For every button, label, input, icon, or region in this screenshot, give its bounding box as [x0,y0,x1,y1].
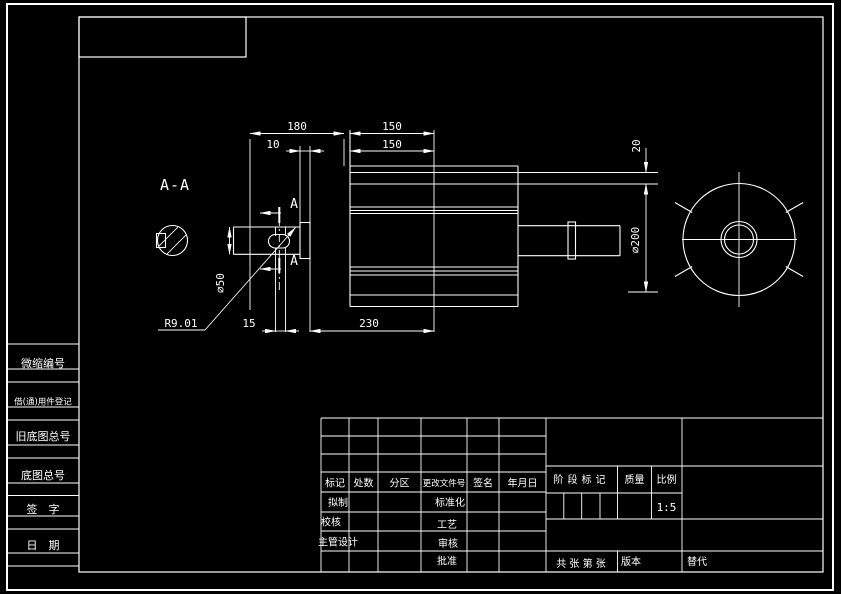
tb-sheet-info: 共 张 第 张 [556,557,606,570]
tb-version-label: 版本 [621,555,641,568]
dim-10: 10 [266,138,279,151]
top-left-box [78,16,247,58]
dim-radius: R9.01 [164,317,197,330]
side-record-strip: 微缩编号 借(通)用件登记 旧底图总号 底图总号 签 字 日 期 [7,343,79,567]
dimensions: 180 10 150 150 15 230 ∅50 R9.01 20 ∅200 [158,120,649,334]
keyway-notch [155,232,167,249]
dim-20: 20 [630,139,643,152]
tb-replace-label: 替代 [687,555,707,568]
strip-label-borrowed: 借(通)用件登记 [14,397,72,408]
tb-sign-standard: 标准化 [435,496,465,509]
dim-dia50: ∅50 [214,273,227,293]
end-view [674,172,804,307]
tb-stage-header: 阶段标记 [554,473,610,486]
dim-180: 180 [287,120,307,133]
tb-scale-header: 比例 [657,473,677,486]
strip-label-signature: 签 字 [27,502,60,516]
section-view-aa: A-A [155,176,190,257]
title-block: 标记 处数 分区 更改文件号 签名 年月日 阶段标记 质量 比例 1:5 拟制 … [318,417,823,572]
flange [299,221,311,260]
tb-header-zone: 分区 [390,478,410,490]
tb-scale-value: 1:5 [657,501,677,514]
strip-label-microfilm: 微缩编号 [21,356,65,370]
tb-sign-approve: 批准 [437,555,457,568]
tb-sign-check: 校核 [321,516,341,529]
shaft-collar [567,221,577,260]
tb-header-sign: 签名 [473,477,493,490]
tb-header-date: 年月日 [508,477,538,490]
part-outline [232,130,621,332]
dim-15: 15 [242,317,255,330]
extension-lines [249,139,658,332]
tb-sign-draft: 拟制 [328,496,348,509]
dim-150-bottom: 150 [382,138,402,151]
strip-label-master-no: 底图总号 [21,468,65,482]
tb-sign-audit: 审核 [438,537,458,550]
tb-header-mark: 标记 [325,478,345,490]
dim-dia200: ∅200 [629,227,642,254]
strip-label-old-master: 旧底图总号 [16,429,71,443]
section-cut-marks: A A [259,197,298,273]
sheet-borders [6,3,834,591]
tb-sign-process: 工艺 [437,519,457,531]
section-letter-bottom: A [290,254,298,269]
tb-mass-header: 质量 [625,474,645,486]
section-letter-top: A [290,197,298,212]
section-view-title: A-A [160,176,190,194]
dim-150-top: 150 [382,120,402,133]
tb-header-docno: 更改文件号 [423,478,466,489]
tb-header-count: 处数 [354,477,374,490]
tb-sign-chief: 主管设计 [318,536,358,549]
dim-230: 230 [359,317,379,330]
strip-label-date: 日 期 [27,539,60,552]
